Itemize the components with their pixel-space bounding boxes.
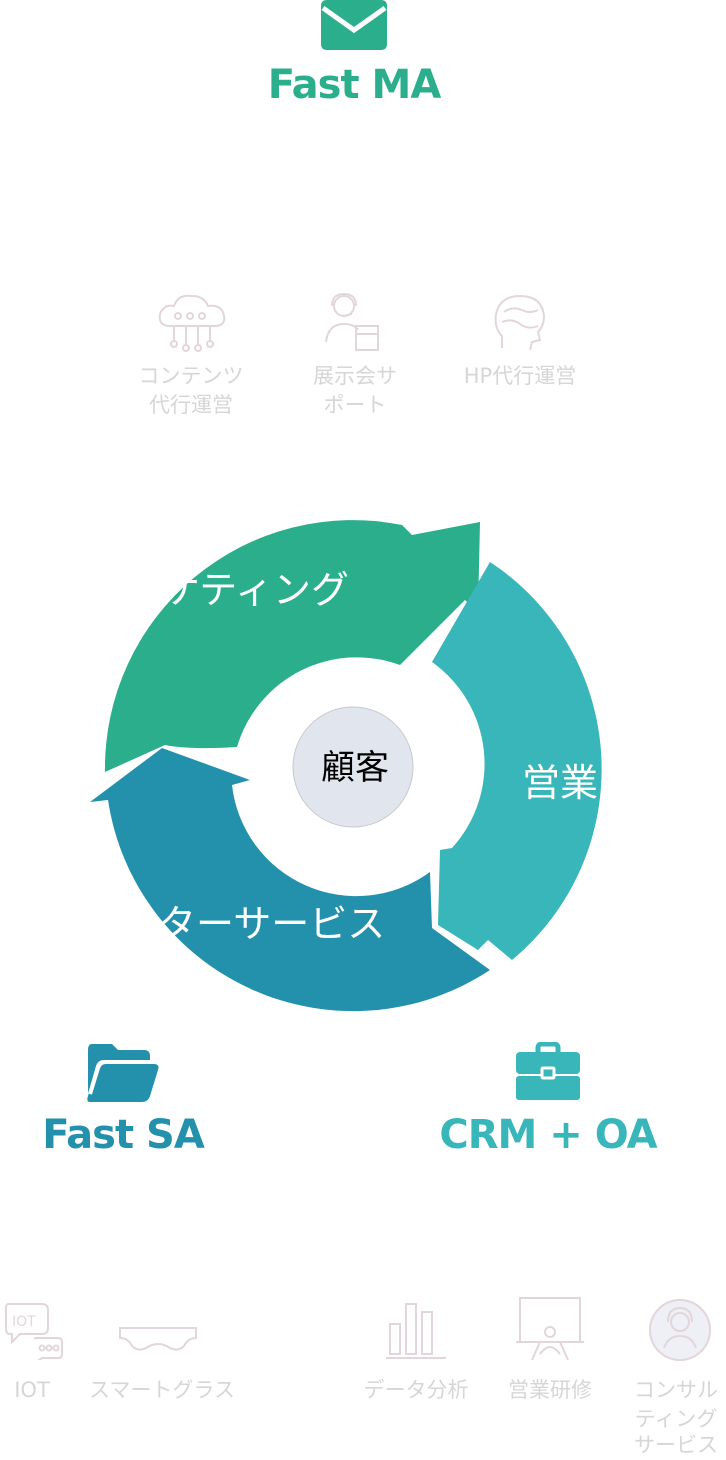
cycle-segment-marketing[interactable] [104,520,480,772]
segment-label-after-service: ターサービス [158,902,385,946]
iot-chat-icon: IOT [4,1300,64,1360]
segment-label-marketing: ケティング [162,568,349,612]
service-item-sales-training[interactable]: 営業研修 [494,1296,606,1410]
cloud-network-icon [156,292,228,352]
service-label-iot: IOT [14,1378,50,1402]
center-hub[interactable] [292,706,414,828]
consultant-headset-icon [648,1298,712,1362]
service-label-smart-glasses: スマートグラス [89,1378,235,1402]
service-label-exhibition-2: ポート [323,393,387,417]
service-label-exhibition-1: 展示会サ [313,364,397,388]
fast-ma-title: Fast MA [267,62,442,108]
service-item-exhibition[interactable]: 展示会サ ポート [298,292,412,422]
service-item-hp[interactable]: HP代行運営 [450,292,590,402]
fast-sa-block[interactable]: Fast SA [38,1040,208,1170]
bar-chart-icon [384,1296,448,1364]
service-label-contents-1: コンテンツ [138,364,244,388]
service-label-consulting-1: コンサル [634,1378,718,1402]
service-label-sales-training: 営業研修 [508,1378,592,1402]
crm-oa-title: CRM + OA [439,1112,657,1158]
service-label-consulting-3: サービス [634,1433,718,1457]
smart-glasses-icon [118,1316,198,1356]
cycle-segment-after-service[interactable] [90,748,490,1012]
cycle-diagram: ケティング 営業 ターサービス 顧客 [90,520,602,1012]
svg-text:IOT: IOT [12,1314,36,1330]
service-label-data-analysis: データ分析 [363,1378,469,1402]
cycle-segment-sales[interactable] [432,562,602,960]
service-item-smart-glasses[interactable]: スマートグラス [74,1300,250,1410]
service-item-consulting[interactable]: コンサル ティング サービス [626,1298,726,1457]
fast-sa-title: Fast SA [42,1112,205,1158]
fast-ma-block[interactable]: Fast MA [252,0,456,120]
presentation-board-icon [514,1296,586,1364]
briefcase-icon [516,1041,580,1106]
service-label-contents-2: 代行運営 [149,393,233,417]
service-label-consulting-2: ティング [634,1407,718,1431]
segment-label-sales: 営業 [522,761,598,805]
center-hub-label: 顧客 [321,748,389,788]
service-item-data-analysis[interactable]: データ分析 [352,1296,480,1410]
service-item-iot[interactable]: IOT IOT [0,1300,64,1410]
service-item-contents[interactable]: コンテンツ 代行運営 [128,292,254,422]
exhibition-support-icon [324,292,384,354]
head-profile-icon [492,292,548,352]
service-label-hp: HP代行運営 [463,364,577,388]
crm-oa-block[interactable]: CRM + OA [436,1040,660,1170]
folder-icon [84,1044,160,1106]
envelope-icon [321,0,387,54]
